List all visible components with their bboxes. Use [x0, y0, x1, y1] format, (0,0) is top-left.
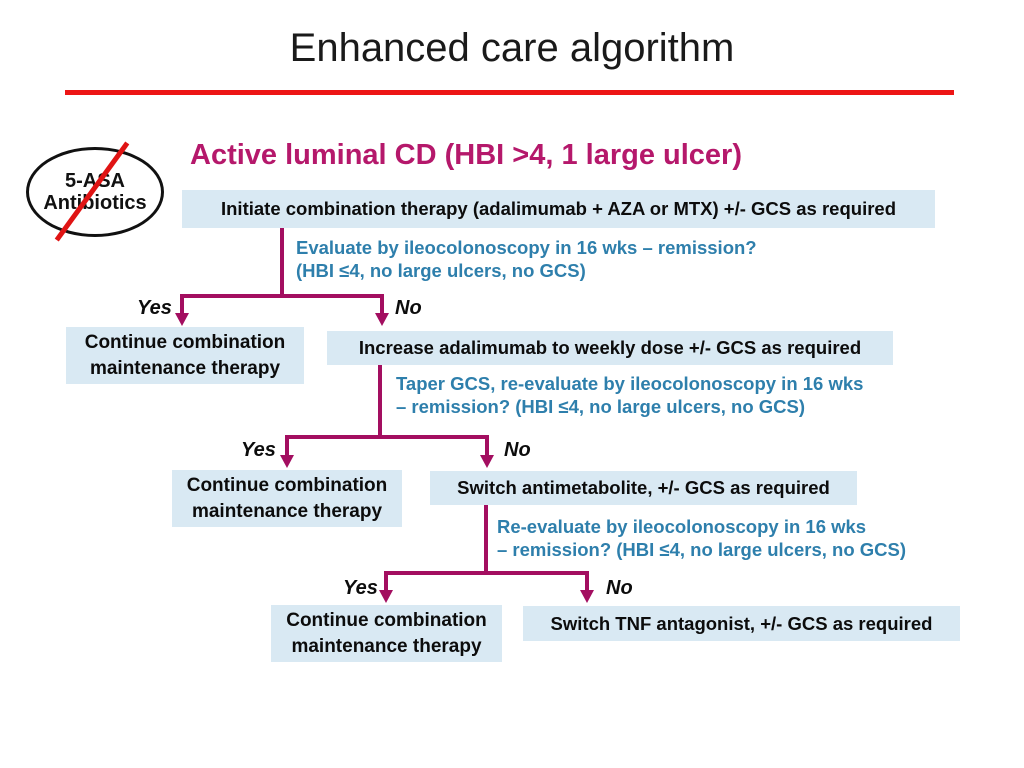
branch3-yes-label: Yes	[343, 577, 378, 599]
flow-box-initiate-therapy: Initiate combination therapy (adalimumab…	[182, 190, 935, 228]
flow-box-increase-adalimumab: Increase adalimumab to weekly dose +/- G…	[327, 331, 893, 365]
branch2-yes-label: Yes	[241, 439, 276, 461]
flow-box-switch-tnf-antagonist: Switch TNF antagonist, +/- GCS as requir…	[523, 606, 960, 641]
branch1-no-label: No	[395, 297, 422, 319]
title-underline	[65, 90, 954, 95]
flow-box-switch-antimetabolite: Switch antimetabolite, +/- GCS as requir…	[430, 471, 857, 505]
branch3-no-label: No	[606, 577, 633, 599]
note-taper-gcs-reevaluate: Taper GCS, re-evaluate by ileocolonoscop…	[396, 373, 864, 418]
note-reevaluate-ileocolonoscopy: Re-evaluate by ileocolonoscopy in 16 wks…	[497, 516, 907, 561]
branch1-yes-label: Yes	[137, 297, 172, 319]
condition-heading: Active luminal CD (HBI >4, 1 large ulcer…	[190, 139, 742, 171]
flow-box-continue-maintenance-2: Continue combination maintenance therapy	[172, 470, 402, 527]
page-title: Enhanced care algorithm	[289, 26, 735, 70]
flow-box-continue-maintenance-3: Continue combination maintenance therapy	[271, 605, 502, 662]
flow-box-continue-maintenance-1: Continue combination maintenance therapy	[66, 327, 304, 384]
note-evaluate-ileocolonoscopy: Evaluate by ileocolonoscopy in 16 wks – …	[296, 237, 757, 282]
branch2-no-label: No	[504, 439, 531, 461]
excluded-therapies-oval: 5-ASA Antibiotics	[26, 147, 164, 237]
